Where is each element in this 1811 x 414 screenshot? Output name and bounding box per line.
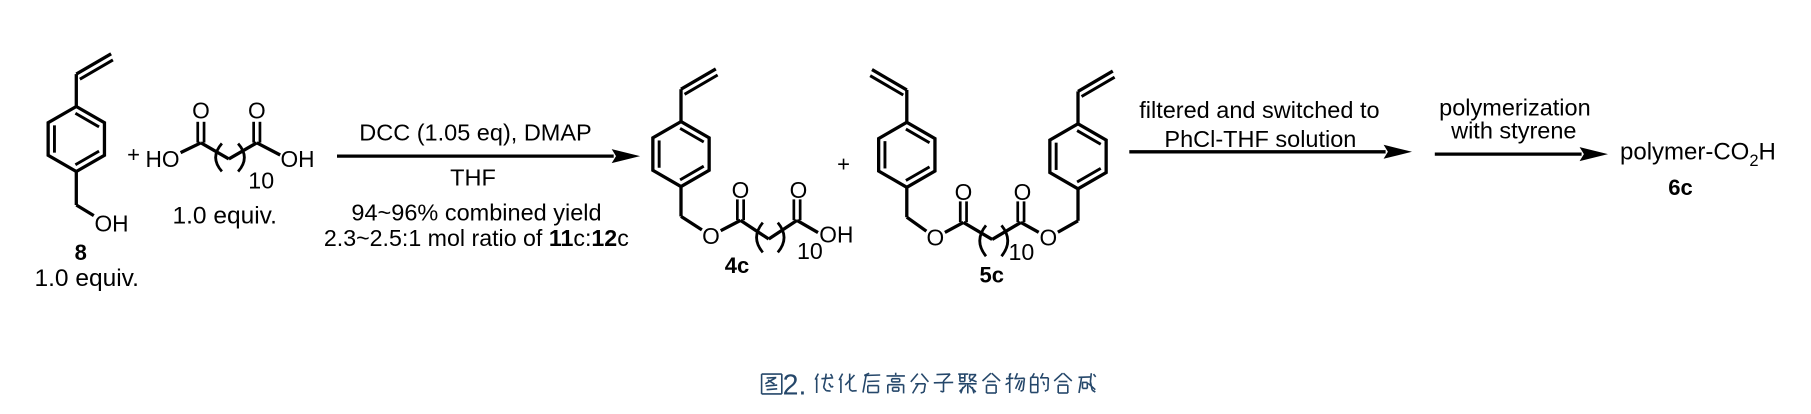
svg-text:HO: HO (146, 146, 180, 172)
svg-text:O: O (248, 97, 266, 123)
svg-text:O: O (702, 223, 720, 249)
svg-text:6c: 6c (1668, 175, 1692, 200)
svg-text:8: 8 (75, 240, 87, 265)
svg-text:94~96% combined yield: 94~96% combined yield (351, 200, 601, 226)
svg-text:2.3~2.5:1 mol ratio of 11c:12c: 2.3~2.5:1 mol ratio of 11c:12c (324, 225, 629, 251)
svg-text:O: O (1039, 225, 1057, 251)
svg-text:OH: OH (95, 211, 129, 237)
svg-text:O: O (1014, 179, 1032, 205)
svg-text:10: 10 (797, 238, 823, 264)
svg-text:PhCl-THF solution: PhCl-THF solution (1164, 126, 1356, 152)
svg-text:polymerization: polymerization (1439, 94, 1591, 120)
svg-text:DCC (1.05 eq), DMAP: DCC (1.05 eq), DMAP (359, 119, 591, 145)
svg-text:1.0 equiv.: 1.0 equiv. (173, 202, 277, 229)
svg-text:O: O (732, 177, 750, 203)
svg-text:+: + (837, 151, 850, 176)
svg-text:O: O (955, 179, 973, 205)
svg-text:2.: 2. (783, 370, 807, 402)
svg-text:with styrene: with styrene (1450, 118, 1576, 144)
svg-text:OH: OH (819, 221, 853, 247)
svg-text:10: 10 (248, 168, 274, 194)
svg-text:O: O (790, 177, 808, 203)
svg-text:4c: 4c (725, 253, 749, 278)
svg-text:1.0 equiv.: 1.0 equiv. (35, 265, 139, 292)
svg-text:O: O (192, 97, 210, 123)
svg-text:5c: 5c (980, 263, 1004, 288)
svg-text:O: O (926, 225, 944, 251)
svg-text:OH: OH (281, 146, 315, 172)
svg-text:10: 10 (1009, 239, 1035, 265)
svg-text:+: + (127, 142, 140, 167)
svg-text:filtered and switched to: filtered and switched to (1139, 97, 1379, 123)
svg-text:THF: THF (450, 165, 496, 191)
